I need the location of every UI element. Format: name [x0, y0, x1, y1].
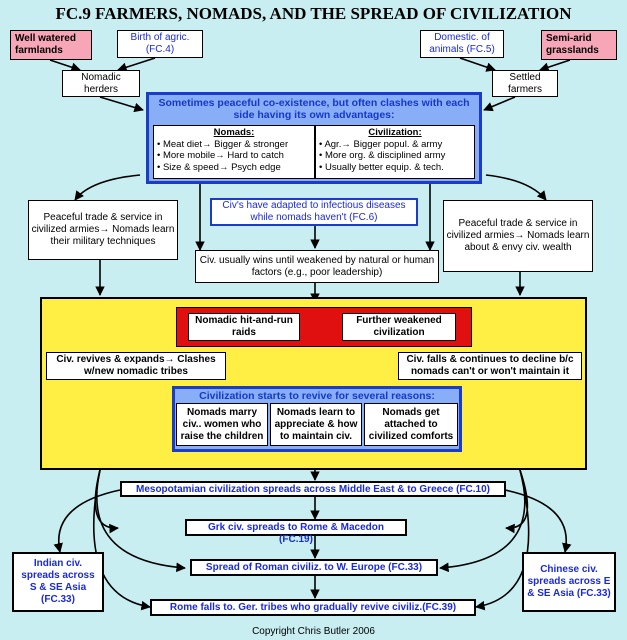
civ-item: • Usually better equip. & tech.	[319, 161, 444, 173]
peaceful-trade-left: Peaceful trade & service in civilized ar…	[28, 200, 178, 260]
civ-item: • Agr.→ Bigger popul. & army	[319, 138, 443, 150]
semi-arid-grasslands: Semi-arid grasslands	[541, 30, 617, 60]
civ-revives: Civ. revives & expands→ Clashes w/new no…	[46, 352, 226, 380]
roman-spread: Spread of Roman civiliz. to W. Europe (F…	[190, 559, 438, 576]
settled-farmers: Settled farmers	[492, 70, 558, 97]
civ-usually-wins: Civ. usually wins until weakened by natu…	[195, 250, 439, 283]
indian-spread: Indian civ. spreads across S & SE Asia (…	[12, 552, 104, 612]
coexistence-panel: Sometimes peaceful co-existence, but oft…	[146, 92, 482, 184]
civilization-advantages: Civilization: • Agr.→ Bigger popul. & ar…	[315, 125, 475, 179]
reason-appreciate: Nomads learn to appreciate & how to main…	[270, 403, 362, 446]
domestication-of-animals: Domestic. of animals (FC.5)	[420, 30, 504, 58]
page-title: FC.9 FARMERS, NOMADS, AND THE SPREAD OF …	[55, 4, 572, 23]
revive-title: Civilization starts to revive for severa…	[199, 390, 435, 402]
nomads-item: • Size & speed→ Psych edge	[157, 161, 281, 173]
meso-spread: Mesopotamian civilization spreads across…	[120, 481, 506, 497]
nomads-item: • More mobile→ Hard to catch	[157, 150, 284, 161]
reason-marriage: Nomads marry civ.. women who raise the c…	[176, 403, 268, 446]
nomads-item: • Meat diet→ Bigger & stronger	[157, 138, 289, 150]
diseases-box: Civ's have adapted to infectious disease…	[210, 198, 418, 226]
reason-comforts: Nomads get attached to civilized comfort…	[364, 403, 458, 446]
civilization-title: Civilization:	[368, 127, 422, 138]
nomads-title: Nomads:	[213, 127, 255, 138]
copyright: Copyright Chris Butler 2006	[252, 626, 375, 637]
civ-falls: Civ. falls & continues to decline b/c no…	[398, 352, 582, 380]
nomadic-raids: Nomadic hit-and-run raids	[188, 313, 300, 341]
peaceful-trade-right: Peaceful trade & service in civilized ar…	[443, 200, 593, 272]
coexistence-text: Sometimes peaceful co-existence, but oft…	[158, 97, 470, 121]
chinese-spread: Chinese civ. spreads across E & SE Asia …	[522, 552, 616, 612]
rome-falls: Rome falls to. Ger. tribes who gradually…	[150, 599, 476, 616]
birth-of-agriculture: Birth of agric. (FC.4)	[117, 30, 203, 58]
nomads-advantages: Nomads: • Meat diet→ Bigger & stronger •…	[153, 125, 315, 179]
weakened-civilization: Further weakened civilization	[342, 313, 456, 341]
civ-item: • More org. & disciplined army	[319, 150, 446, 161]
well-watered-farmlands: Well watered farmlands	[10, 30, 92, 60]
nomadic-herders: Nomadic herders	[62, 70, 140, 97]
greek-spread: Grk civ. spreads to Rome & Macedon (FC.1…	[185, 519, 407, 545]
